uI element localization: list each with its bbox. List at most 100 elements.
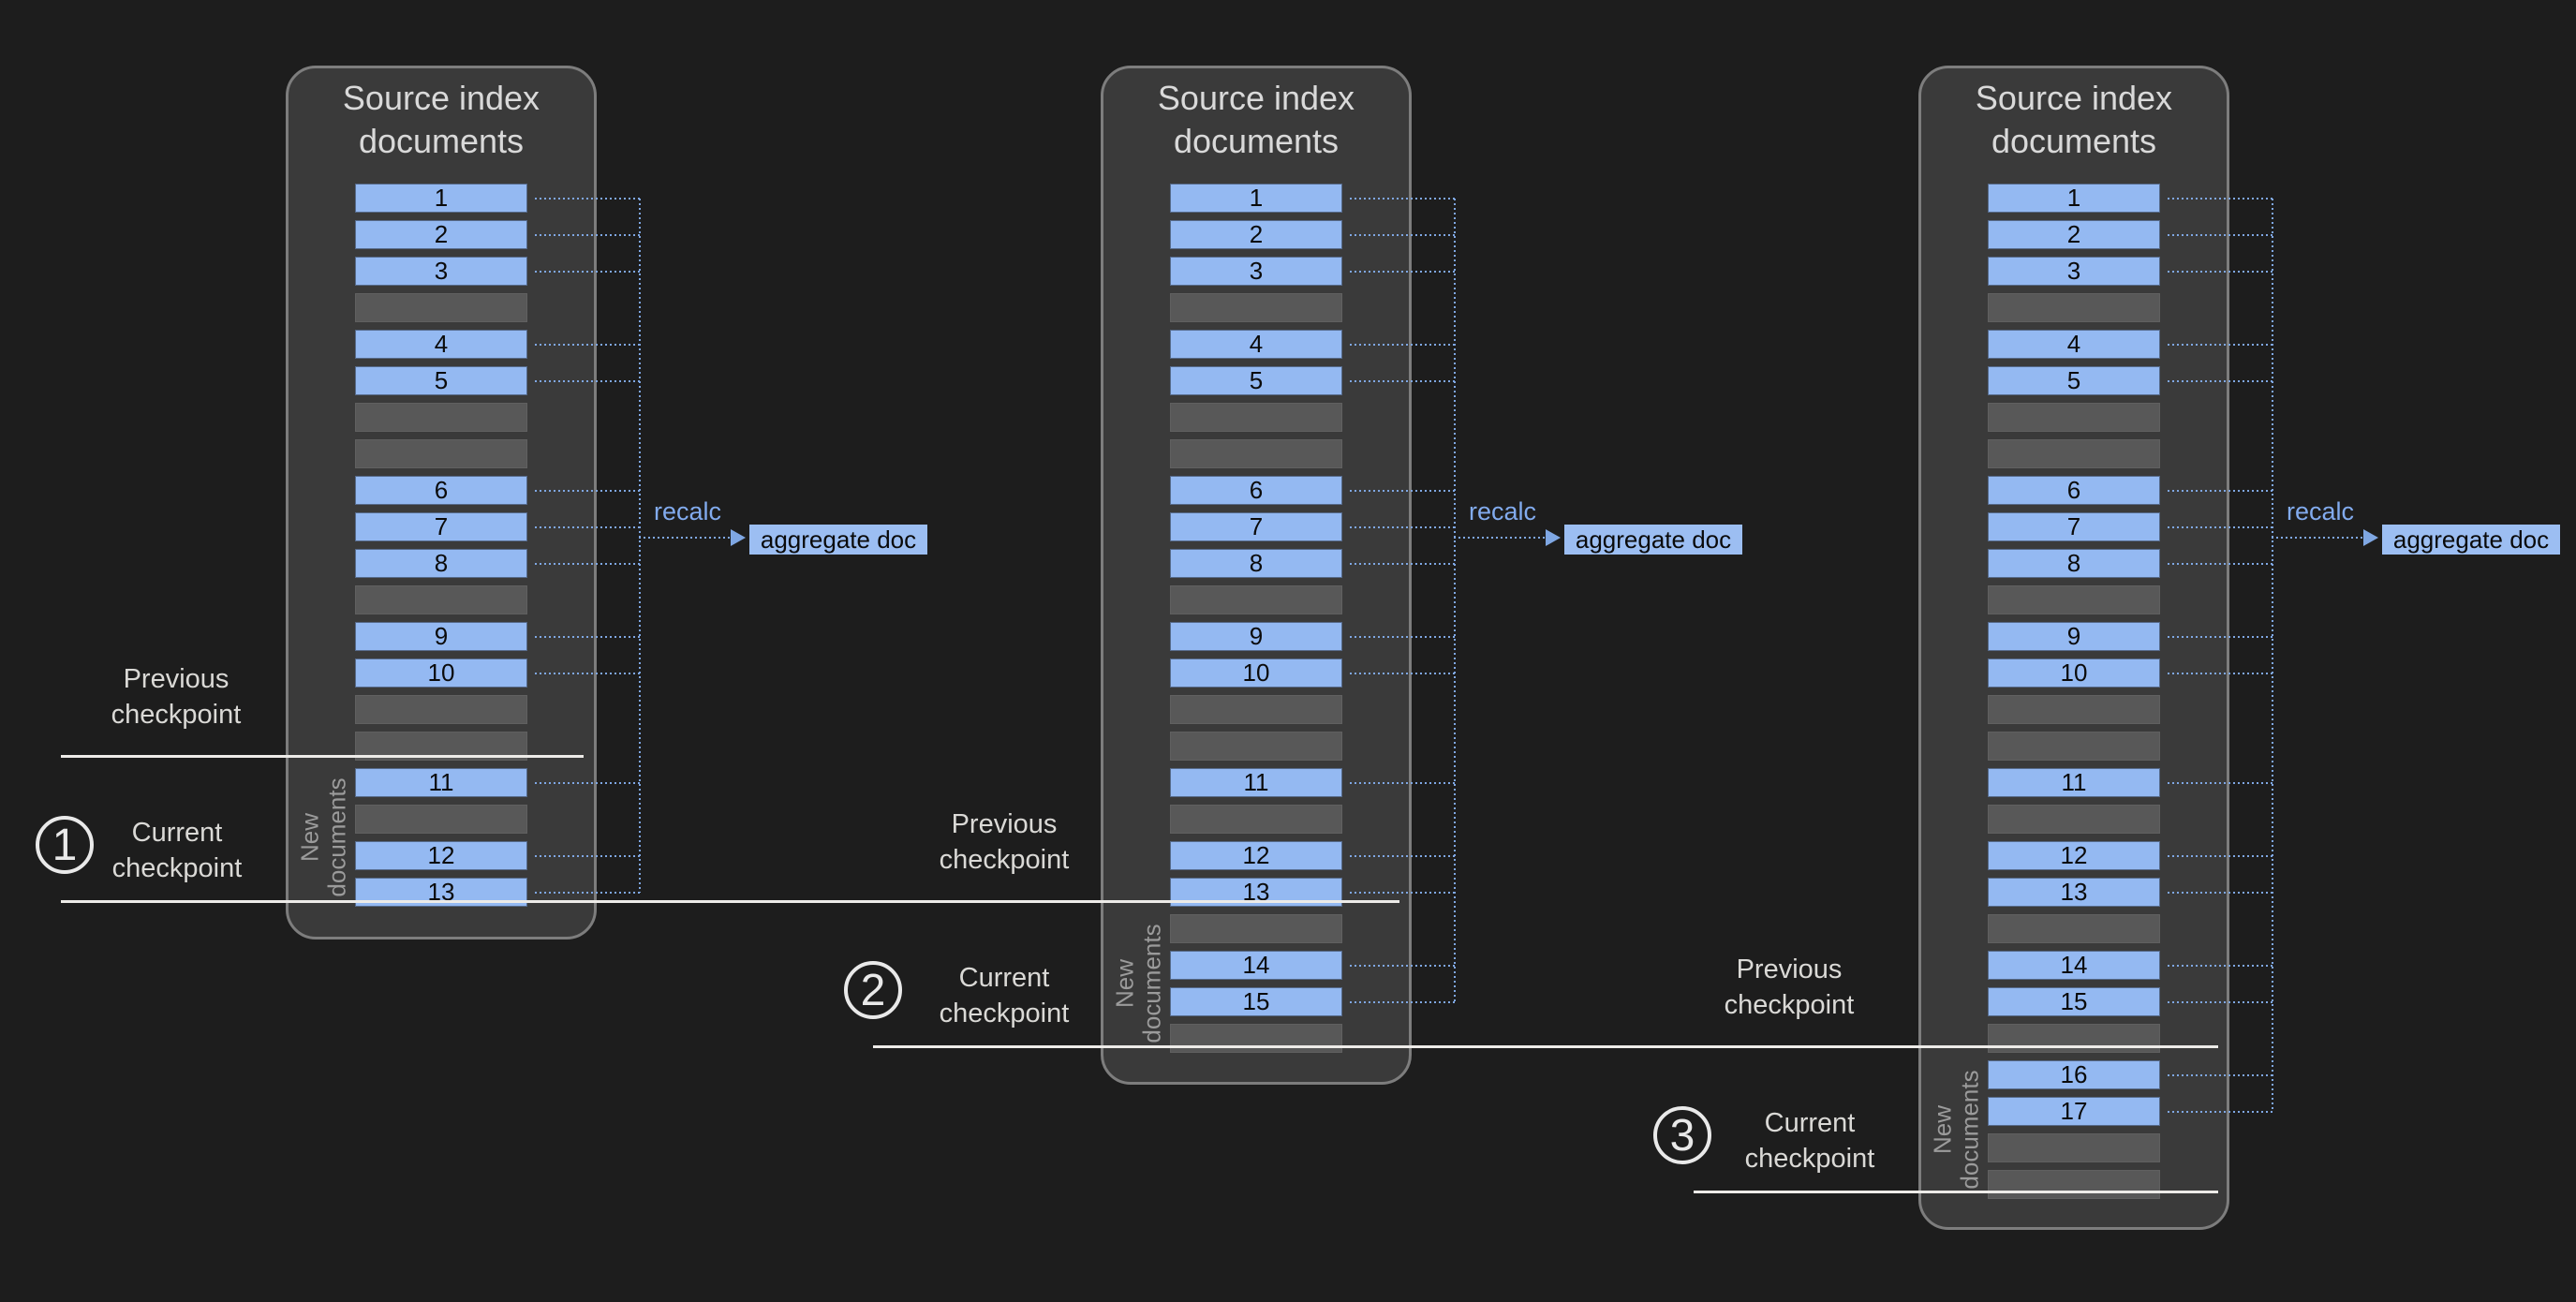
aggregate-doc-box: aggregate doc	[2382, 525, 2560, 555]
connector-line	[1350, 673, 1456, 674]
document-bar: 7	[1988, 512, 2160, 541]
connector-line	[2168, 344, 2273, 346]
previous-checkpoint-label: Previous checkpoint	[1724, 954, 1855, 1020]
document-bar: 11	[355, 768, 527, 797]
document-bar: 2	[1988, 220, 2160, 249]
document-bar: 7	[355, 512, 527, 541]
connector-line	[1350, 526, 1456, 528]
connector-line	[2168, 526, 2273, 528]
document-bar: 9	[1988, 622, 2160, 651]
recalc-arrow	[639, 537, 733, 539]
current-checkpoint-label: Current checkpoint	[1744, 1108, 1875, 1174]
empty-slot	[355, 805, 527, 834]
connector-line	[2168, 1001, 2273, 1003]
document-bar: 13	[1988, 878, 2160, 907]
connector-line	[2168, 490, 2273, 492]
connector-line	[1350, 892, 1456, 894]
arrow-right-icon	[731, 529, 746, 546]
previous-checkpoint-label: Previous checkpoint	[939, 809, 1070, 875]
document-bar: 16	[1988, 1060, 2160, 1089]
connector-line	[535, 855, 641, 857]
document-bar: 12	[1988, 841, 2160, 870]
empty-slot	[1170, 403, 1342, 432]
document-bar: 15	[1988, 987, 2160, 1016]
empty-slot	[1988, 403, 2160, 432]
empty-slot	[1988, 732, 2160, 761]
connector-line	[2168, 563, 2273, 565]
connector-line	[535, 271, 641, 273]
recalc-label: recalc	[654, 497, 722, 525]
document-bar: 10	[355, 658, 527, 688]
document-bar: 5	[1170, 366, 1342, 395]
document-bar: 7	[1170, 512, 1342, 541]
connector-line	[535, 673, 641, 674]
document-bar: 9	[355, 622, 527, 651]
document-bar: 6	[1170, 476, 1342, 505]
connector-line	[1350, 234, 1456, 236]
checkpoint-number-badge: 2	[844, 961, 902, 1019]
connector-line	[1350, 198, 1456, 200]
document-bar: 3	[355, 257, 527, 286]
document-bar: 5	[355, 366, 527, 395]
connector-line	[2168, 1074, 2273, 1076]
connector-line	[2168, 636, 2273, 638]
document-bar: 2	[1170, 220, 1342, 249]
document-bar: 8	[1170, 549, 1342, 578]
connector-line	[535, 380, 641, 382]
connector-line	[1350, 490, 1456, 492]
document-bar: 11	[1988, 768, 2160, 797]
document-bar: 14	[1170, 951, 1342, 980]
document-bar: 11	[1170, 768, 1342, 797]
document-bar: 8	[1988, 549, 2160, 578]
checkpoint-line	[1694, 1191, 2218, 1193]
document-bar: 15	[1170, 987, 1342, 1016]
empty-slot	[1988, 585, 2160, 614]
panel-title: Source index documents	[1975, 79, 2173, 160]
document-bar: 4	[355, 330, 527, 359]
document-bar: 9	[1170, 622, 1342, 651]
connector-line	[2168, 965, 2273, 967]
aggregate-doc-box: aggregate doc	[749, 525, 927, 555]
connector-line	[535, 526, 641, 528]
empty-slot	[1170, 732, 1342, 761]
current-checkpoint-label: Current checkpoint	[111, 818, 243, 883]
panel-title: Source index documents	[1157, 79, 1355, 160]
aggregate-doc-box: aggregate doc	[1564, 525, 1742, 555]
connector-line	[2168, 380, 2273, 382]
empty-slot	[355, 695, 527, 724]
connector-line	[1350, 380, 1456, 382]
document-bar: 4	[1170, 330, 1342, 359]
connector-line	[1350, 636, 1456, 638]
document-bar: 6	[1988, 476, 2160, 505]
connector-line	[1350, 1001, 1456, 1003]
empty-slot	[1170, 293, 1342, 322]
connector-line	[1350, 344, 1456, 346]
connector-line	[2168, 855, 2273, 857]
connector-line	[2168, 1111, 2273, 1113]
connector-line	[535, 782, 641, 784]
connector-line	[535, 234, 641, 236]
arrow-right-icon	[2363, 529, 2378, 546]
empty-slot	[1170, 439, 1342, 468]
empty-slot	[1170, 695, 1342, 724]
empty-slot	[1988, 293, 2160, 322]
connector-line	[535, 892, 641, 894]
document-bar: 3	[1170, 257, 1342, 286]
checkpoint-line	[61, 900, 1399, 903]
document-bar: 8	[355, 549, 527, 578]
checkpoint-line	[873, 1045, 2218, 1048]
empty-slot	[355, 403, 527, 432]
checkpoint-number-badge: 3	[1653, 1106, 1711, 1164]
document-bar: 3	[1988, 257, 2160, 286]
document-bar: 1	[1988, 184, 2160, 213]
connector-line	[2168, 673, 2273, 674]
recalc-arrow	[1454, 537, 1547, 539]
connector-line	[1350, 271, 1456, 273]
connector-line	[2168, 234, 2273, 236]
new-documents-text: New documents	[296, 777, 351, 897]
empty-slot	[355, 439, 527, 468]
connector-line	[1350, 855, 1456, 857]
arrow-right-icon	[1546, 529, 1561, 546]
empty-slot	[1988, 1133, 2160, 1162]
